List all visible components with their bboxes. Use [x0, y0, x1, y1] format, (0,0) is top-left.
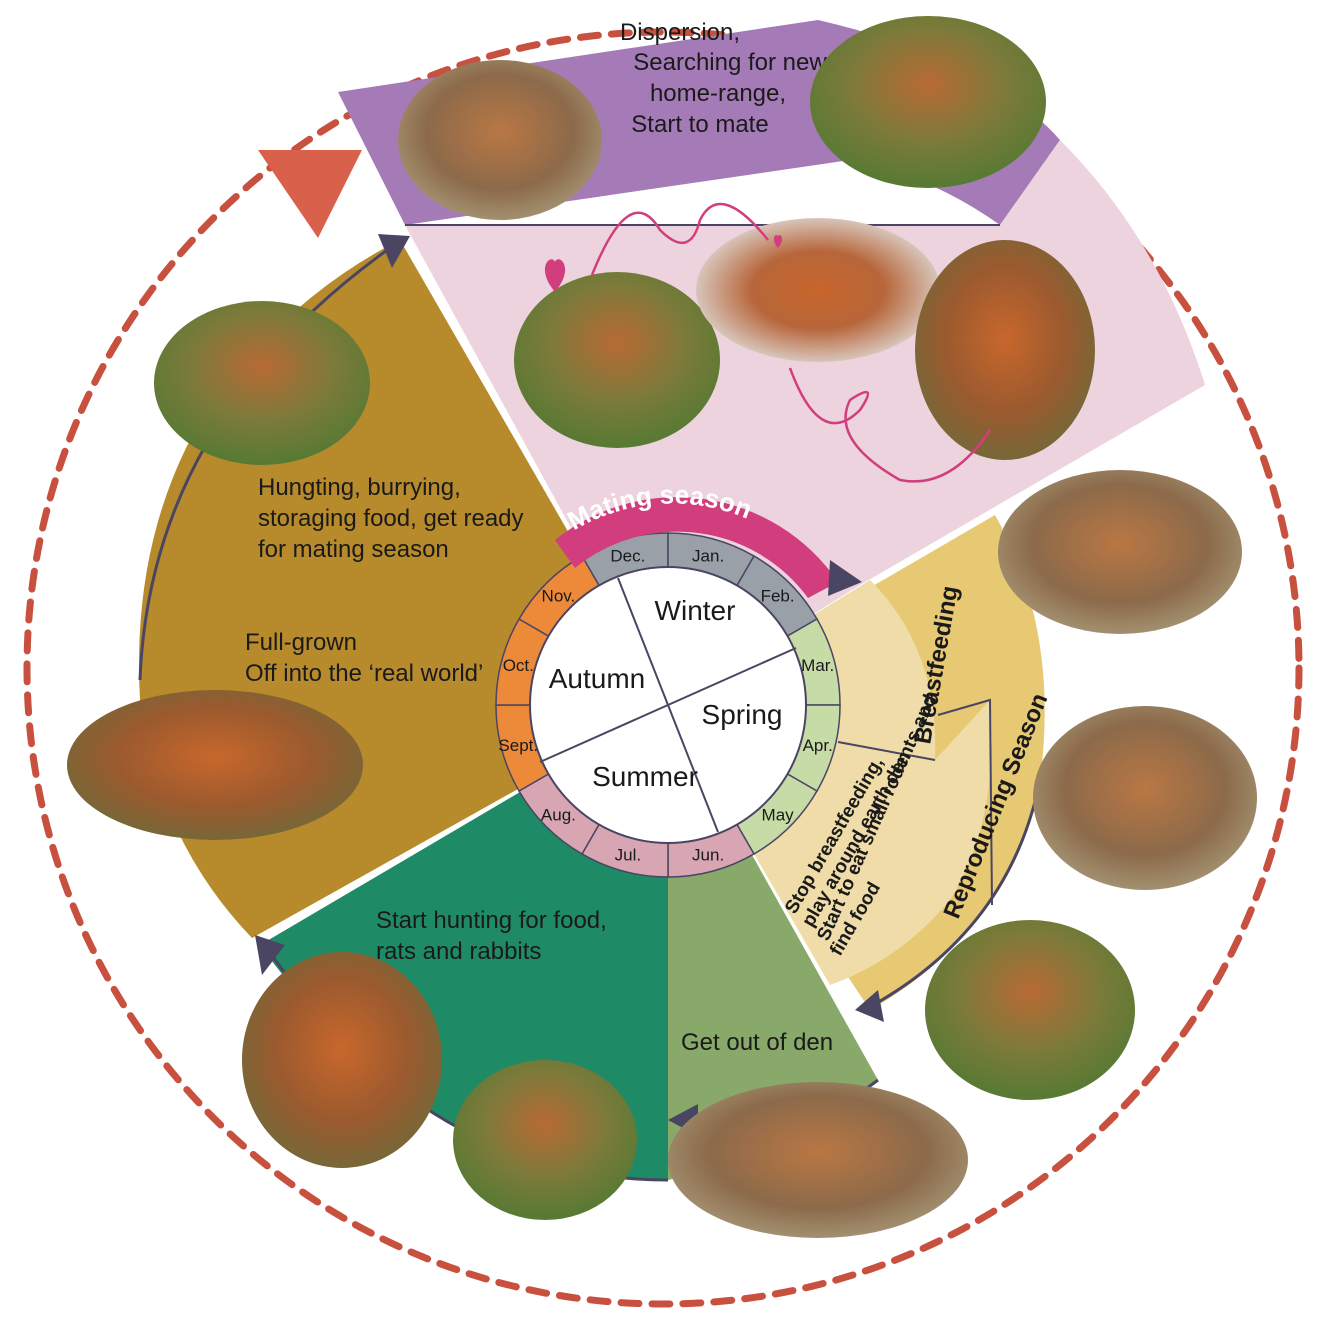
- mating-arc-arrowhead: [828, 560, 862, 596]
- month-label: Sept.: [498, 736, 538, 755]
- arrowhead-autumn-to-mating: [378, 234, 410, 268]
- month-label: Jan.: [692, 546, 724, 565]
- month-label: Nov.: [542, 586, 576, 605]
- hunting-text: Start hunting for food, rats and rabbits: [376, 907, 607, 965]
- flow-arrow-reproducing-to-getout: [867, 779, 1042, 1010]
- svg-text:Hungting, burrying,: Hungting, burrying,: [258, 474, 461, 501]
- vixen-nursing-photo: [998, 470, 1242, 634]
- fox-at-den-photo: [398, 60, 602, 220]
- arrowhead-reproducing-to-getout: [855, 990, 884, 1022]
- dashed-life-cycle-ring: [23, 28, 1303, 1308]
- season-spring: Spring: [702, 699, 783, 730]
- svg-text:rats and rabbits: rats and rabbits: [376, 938, 541, 965]
- season-summer: Summer: [592, 761, 698, 792]
- fox-with-prey-on-deck-photo: [242, 952, 442, 1168]
- full-grown-text: Full-grown Off into the ‘real world’: [245, 629, 483, 687]
- svg-text:storaging food, get ready: storaging food, get ready: [258, 505, 524, 532]
- season-autumn: Autumn: [549, 663, 646, 694]
- foxes-kissing-photo: [514, 272, 720, 448]
- fox-with-bird-photo: [67, 690, 363, 840]
- svg-text:Start to mate: Start to mate: [631, 111, 768, 138]
- autumn-text: Hungting, burrying, storaging food, get …: [258, 474, 524, 563]
- fox-digging-photo: [154, 301, 370, 465]
- mating-season-arc: [555, 497, 838, 598]
- month-label: Jul.: [615, 846, 641, 865]
- heart-icon: [544, 259, 566, 292]
- svg-text:Dispersion,: Dispersion,: [620, 19, 740, 46]
- fox-with-fish-photo: [453, 1060, 637, 1220]
- curly-arrow-icon: [788, 367, 992, 483]
- svg-text:Full-grown: Full-grown: [245, 629, 357, 656]
- small-heart-icon: [773, 234, 783, 248]
- curly-arrow-icon: [590, 202, 769, 276]
- fox-eating-photo: [925, 920, 1135, 1100]
- three-kits-photo: [1033, 706, 1257, 890]
- svg-text:for mating season: for mating season: [258, 536, 449, 563]
- fox-yawning-photo: [915, 240, 1095, 460]
- month-label: Mar.: [801, 656, 834, 675]
- month-label: Dec.: [610, 546, 645, 565]
- foxes-mating-photo: [810, 16, 1046, 188]
- month-label: Jun.: [692, 846, 724, 865]
- month-label: Feb.: [761, 586, 795, 605]
- season-winter: Winter: [655, 595, 736, 626]
- foxes-walking-photo: [696, 218, 940, 362]
- panel-edge-lines: [405, 224, 1000, 906]
- fox-family-photo: [668, 1082, 968, 1238]
- svg-text:Searching for new: Searching for new: [633, 49, 827, 76]
- season-divider-2: [539, 647, 797, 763]
- month-label: Apr.: [803, 736, 833, 755]
- get-out-of-den-text: Get out of den: [681, 1029, 833, 1056]
- month-label: Oct.: [503, 656, 534, 675]
- dispersion-text: Dispersion, Searching for new home-range…: [620, 19, 827, 138]
- arrowhead-hunting-to-autumn: [255, 935, 285, 975]
- month-label: Aug.: [541, 806, 576, 825]
- svg-text:Off into the ‘real world’: Off into the ‘real world’: [245, 660, 483, 687]
- svg-text:home-range,: home-range,: [650, 80, 786, 107]
- month-label: May: [762, 806, 795, 825]
- svg-text:Start hunting for food,: Start hunting for food,: [376, 907, 607, 934]
- cycle-direction-arrow: [258, 150, 362, 238]
